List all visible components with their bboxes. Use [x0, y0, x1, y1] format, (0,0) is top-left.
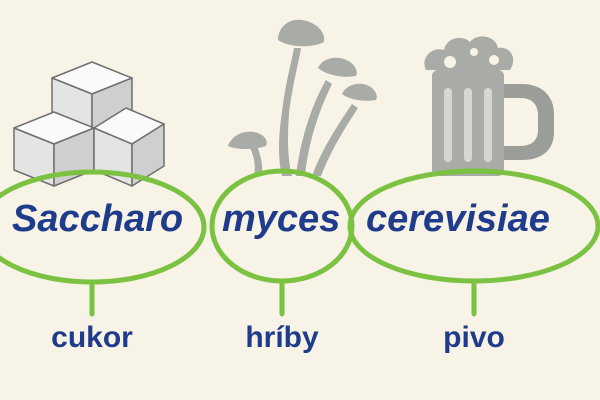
label-beer: pivo [443, 321, 505, 354]
species-name-part-myces: myces [222, 198, 341, 240]
label-mushrooms: hríby [245, 321, 319, 354]
label-sugar: cukor [51, 321, 133, 354]
mushroom-icon [228, 19, 377, 176]
sugar-cubes-icon [13, 61, 165, 187]
species-name-part-cerevisiae: cerevisiae [366, 198, 550, 240]
species-name-part-saccharo: Saccharo [12, 198, 184, 240]
beer-mug-icon [424, 36, 554, 176]
